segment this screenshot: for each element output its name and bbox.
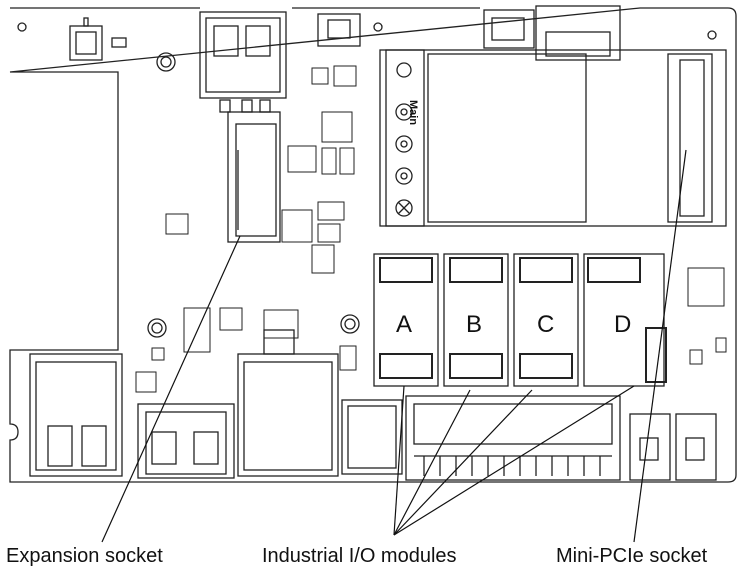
expansion-socket-leader bbox=[101, 235, 241, 543]
terminal-block bbox=[405, 395, 621, 481]
io-leader-d bbox=[393, 385, 635, 536]
mounting-holes bbox=[17, 22, 717, 338]
mini-pcie-card-area bbox=[379, 49, 727, 227]
top-right-usb-connector bbox=[483, 5, 621, 61]
expansion-socket bbox=[227, 111, 281, 243]
top-left-connector bbox=[69, 17, 127, 61]
rj45-left bbox=[29, 353, 123, 477]
usb-bottom-connector bbox=[137, 403, 235, 479]
mini-pcie-socket-label: Mini-PCIe socket bbox=[556, 545, 708, 567]
leader-lines bbox=[101, 149, 687, 543]
antenna-main-label: Main bbox=[407, 100, 419, 125]
industrial-io-modules-label: Industrial I/O modules bbox=[262, 545, 457, 567]
expansion-socket-label: Expansion socket bbox=[6, 545, 163, 567]
slot-b-label: B bbox=[466, 311, 482, 338]
rj45-center bbox=[237, 329, 339, 477]
small-components bbox=[135, 65, 727, 393]
mini-pcie-leader bbox=[633, 149, 687, 543]
io-leader-a bbox=[393, 385, 405, 536]
usb-top-connector bbox=[199, 11, 287, 113]
slot-c-label: C bbox=[537, 311, 554, 338]
micro-usb-connector bbox=[317, 13, 361, 47]
bottom-right-connectors bbox=[629, 413, 717, 481]
io-leader-b bbox=[393, 389, 471, 536]
slot-d-label: D bbox=[614, 311, 631, 338]
slot-a-label: A bbox=[396, 311, 412, 338]
io-leader-c bbox=[393, 389, 533, 536]
bottom-box bbox=[341, 399, 403, 475]
io-module-bays bbox=[373, 253, 667, 387]
board-outline bbox=[9, 7, 737, 483]
